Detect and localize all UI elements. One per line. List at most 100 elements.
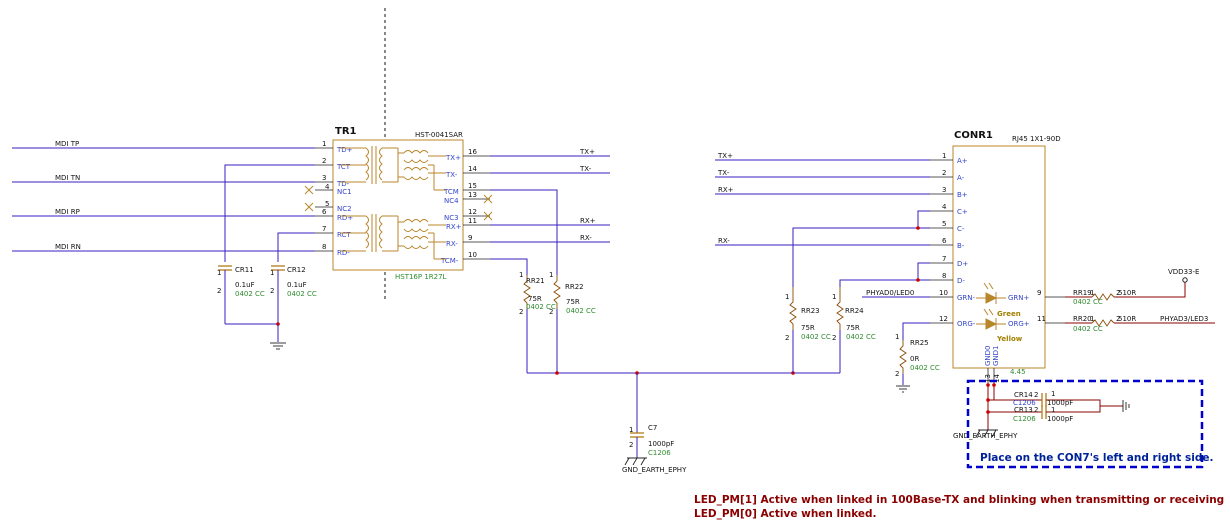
- part-value: 75R: [801, 324, 815, 332]
- conr1-pin-name: GND0: [984, 345, 992, 366]
- cr11-capacitor[interactable]: 1 2 CR11 0.1uF 0402 CC: [217, 265, 265, 324]
- rr23-resistor[interactable]: 1 2 RR23 75R 0402 CC: [785, 287, 831, 373]
- net-mdi-rp: MDI RP: [55, 208, 80, 216]
- rr25-resistor[interactable]: 1 2 RR25 0R 0402 CC: [895, 333, 940, 393]
- rr24-resistor[interactable]: 1 2 RR24 75R 0402 CC: [832, 287, 876, 373]
- conr1-pin-num: 1: [942, 152, 946, 160]
- part-value: 1000pF: [648, 440, 674, 448]
- conr1-pin-name: B+: [957, 191, 968, 199]
- part-value: 75R: [846, 324, 860, 332]
- conr1-pin-name: GND1: [992, 345, 1000, 366]
- part-pkg: C1206: [648, 449, 671, 457]
- part-ref: CR11: [235, 266, 254, 274]
- conr1-pin-num: 3: [942, 186, 946, 194]
- part-value: 0.1uF: [287, 281, 307, 289]
- net-mdi-tn: MDI TN: [55, 174, 80, 182]
- tr1-pin-name: TD-: [336, 180, 350, 188]
- transformer-coils: [340, 146, 446, 260]
- led-yellow-label: Yellow: [996, 335, 1023, 343]
- conr1-connector[interactable]: CONR1 RJ45 1X1-90D 4.45 1 2 3 4 5 6 7 8 …: [930, 130, 1065, 385]
- conr1-pin-name: C+: [957, 208, 968, 216]
- net-rx-n: RX-: [580, 234, 592, 242]
- conr1-pin-name: D-: [957, 277, 965, 285]
- pin-num: 2: [1034, 406, 1038, 414]
- tr1-pin-name: TCT: [336, 163, 351, 171]
- tx-rx-nets[interactable]: TX+ TX- RX+ RX-: [490, 148, 610, 275]
- part-value: 510R: [1118, 315, 1136, 323]
- tr1-pin-num: 7: [322, 225, 326, 233]
- tr1-pin-name: NC3: [444, 214, 459, 222]
- part-pkg: 0402 CC: [801, 333, 831, 341]
- part-pkg: 0402 CC: [910, 364, 940, 372]
- tr1-pin-num: 14: [468, 165, 477, 173]
- shield-caps[interactable]: CR14 2 1 C1206 1000pF CR13 2 1 C1206 100…: [953, 383, 1130, 440]
- pin-num: 2: [270, 287, 274, 295]
- conr1-pin-name: A-: [957, 174, 965, 182]
- rr20-resistor[interactable]: 1 2 RR20 510R 0402 CC PHYAD3/LED3: [1065, 315, 1215, 333]
- conr1-pin-name: B-: [957, 242, 965, 250]
- conr1-nets[interactable]: TX+ TX- RX+ RX- PHYAD0/LED0: [715, 152, 930, 340]
- conr1-pin-num: 6: [942, 237, 947, 245]
- tr1-value: HST16P 1R27L: [395, 273, 447, 281]
- part-ref: RR24: [845, 307, 864, 315]
- placement-note: Place on the CON7's left and right side.: [980, 452, 1213, 464]
- pin-num: 2: [832, 334, 836, 342]
- part-value: 75R: [566, 298, 580, 306]
- conr1-pin-name: ORG-: [957, 320, 976, 328]
- tr1-transformer[interactable]: TR1 HST-0041SAR HST16P 1R27L TD+ TCT TD-…: [304, 126, 493, 281]
- tr1-pin-num: 6: [322, 208, 327, 216]
- conr1-pin-num: 14: [993, 374, 1001, 383]
- green-led-icon: [976, 282, 1006, 304]
- c7-capacitor[interactable]: 1 2 C7 1000pF C1206 GND_EARTH_EPHY: [622, 373, 687, 474]
- conr1-footprint: 4.45: [1010, 368, 1026, 376]
- pin-num: 1: [1090, 289, 1094, 297]
- tr1-pin-num: 16: [468, 148, 477, 156]
- part-ref: CR13: [1014, 406, 1033, 414]
- conr1-pin-num: 4: [942, 203, 947, 211]
- net-mdi-rn: MDI RN: [55, 243, 81, 251]
- tr1-pin-name: NC2: [337, 205, 352, 213]
- conr1-pin-name: D+: [957, 260, 968, 268]
- part-ref: C7: [648, 424, 657, 432]
- part-ref: RR20: [1073, 315, 1092, 323]
- part-value: 1000pF: [1047, 415, 1073, 423]
- part-pkg: 0402 CC: [1073, 298, 1103, 306]
- part-pkg: 0402 CC: [287, 290, 317, 298]
- rr22-resistor[interactable]: 1 2 RR22 75R 0402 CC: [549, 271, 596, 373]
- part-ref: CR14: [1014, 391, 1033, 399]
- conr1-pin-num: 12: [939, 315, 948, 323]
- part-pkg: 0402 CC: [526, 303, 556, 311]
- pin-num: 1: [270, 269, 274, 277]
- part-value: 1000pF: [1047, 399, 1073, 407]
- tr1-pin-num: 11: [468, 217, 477, 225]
- rr19-resistor[interactable]: 1 2 RR19 510R 0402 CC VDD33-E: [1065, 268, 1199, 306]
- mdi-nets[interactable]: MDI TP MDI TN MDI RP MDI RN: [12, 140, 315, 262]
- conr1-pin-name: A+: [957, 157, 968, 165]
- conr1-pin-num: 13: [984, 374, 992, 383]
- pin-num: 1: [895, 333, 899, 341]
- tr1-pin-num: 9: [468, 234, 472, 242]
- part-value: 0R: [910, 355, 919, 363]
- tr1-pin-num: 8: [322, 243, 326, 251]
- part-pkg: 0402 CC: [566, 307, 596, 315]
- conr1-pin-num: 2: [942, 169, 946, 177]
- net-gnd-earth: GND_EARTH_EPHY: [953, 432, 1018, 440]
- tr1-pin-name: TCM: [443, 188, 459, 196]
- pin-num: 1: [217, 269, 221, 277]
- net-gnd-earth: GND_EARTH_EPHY: [622, 466, 687, 474]
- tr1-pin-name: TX-: [445, 171, 458, 179]
- conr1-pin-num: 5: [942, 220, 946, 228]
- part-value: 75R: [528, 295, 542, 303]
- part-ref: RR25: [910, 339, 929, 347]
- conr1-ref: CONR1: [954, 130, 993, 141]
- tr1-pin-num: 4: [325, 183, 330, 191]
- tr1-ref: TR1: [335, 126, 357, 137]
- cr12-capacitor[interactable]: 1 2 CR12 0.1uF 0402 CC: [270, 265, 317, 324]
- part-ref: CR12: [287, 266, 306, 274]
- rr21-resistor[interactable]: 1 2 RR21 75R 0402 CC: [519, 271, 556, 373]
- part-pkg: 0402 CC: [235, 290, 265, 298]
- pin-num: 2: [629, 441, 633, 449]
- conr1-pin-num: 7: [942, 255, 946, 263]
- part-pkg: 0402 CC: [1073, 325, 1103, 333]
- part-ref: RR22: [565, 283, 584, 291]
